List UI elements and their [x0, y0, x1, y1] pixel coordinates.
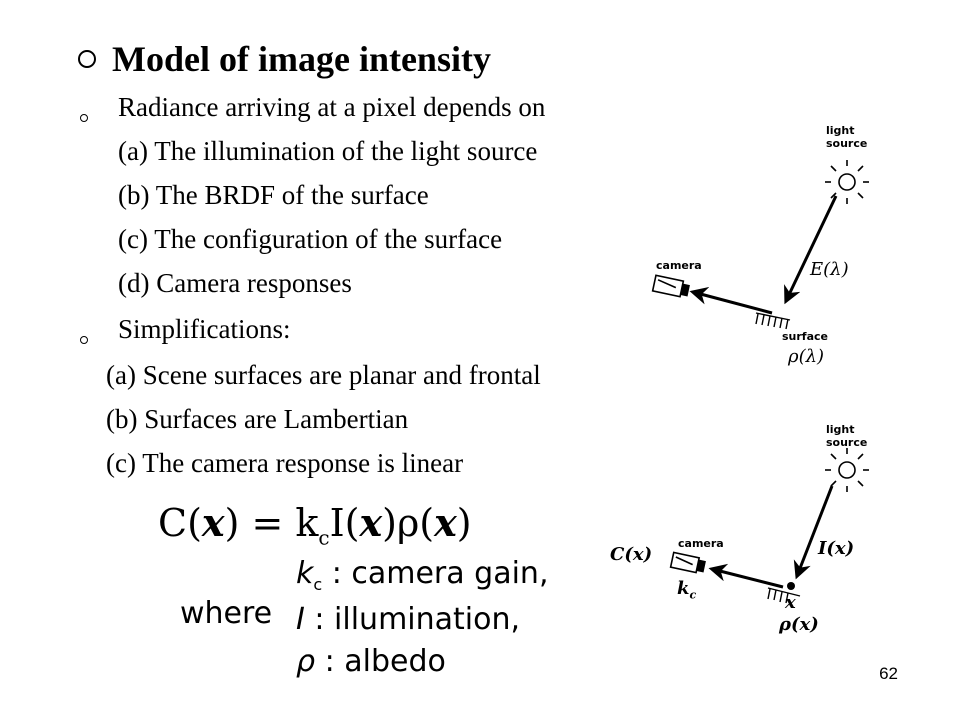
bullet-2-item-b: (b) Surfaces are Lambertian — [106, 404, 409, 434]
bullet-1-item-b: (b) The BRDF of the surface — [118, 180, 429, 210]
bullet-2-item-a: (a) Scene surfaces are planar and fronta… — [106, 360, 541, 390]
light-ray-arrow — [784, 195, 838, 305]
camera-icon — [651, 274, 690, 298]
bullet-ring-icon — [80, 336, 88, 344]
camera-icon — [669, 551, 706, 574]
bottom-albedo-label: ρ(x) — [779, 614, 819, 635]
bullet-ring-icon — [80, 114, 88, 122]
top-irradiance-label: E(λ) — [810, 259, 849, 280]
where-label: where — [180, 596, 273, 631]
bottom-camera-response-label: C(x) — [610, 544, 653, 565]
bullet-2-text: Simplifications: — [118, 314, 291, 344]
point-x-dot — [787, 582, 795, 590]
slide-title-text: Model of image intensity — [112, 39, 491, 79]
slide-title: Model of image intensity — [78, 38, 491, 80]
top-camera-label: camera — [656, 259, 702, 272]
bullet-1-item-d: (d) Camera responses — [118, 268, 352, 298]
definition-illumination: I : illumination, — [296, 602, 521, 637]
bullet-1-item-a: (a) The illumination of the light source — [118, 136, 538, 166]
title-bullet-icon — [78, 50, 96, 68]
top-brdf-label: ρ(λ) — [788, 346, 825, 367]
bullet-1-text: Radiance arriving at a pixel depends on — [118, 92, 546, 122]
top-surface-label: surface — [782, 330, 828, 343]
bullet-2-item-c: (c) The camera response is linear — [106, 448, 464, 478]
reflection-ray-arrow — [708, 563, 784, 589]
bottom-camera-label: camera — [678, 537, 724, 550]
bottom-light-source-label: light source — [826, 423, 868, 449]
top-light-source-label: light source — [826, 124, 868, 150]
sun-icon — [825, 160, 869, 204]
bottom-gain-label: kc — [677, 578, 697, 602]
reflection-ray-arrow — [689, 287, 773, 315]
surface-hatch-icon — [755, 312, 791, 330]
bottom-point-label: x — [785, 592, 796, 613]
bullet-1-item-c: (c) The configuration of the surface — [118, 224, 503, 254]
sun-icon — [825, 448, 869, 492]
page-number: 62 — [879, 664, 898, 683]
definition-albedo: ρ : albedo — [296, 644, 446, 679]
main-equation: C(x) = kcI(x)ρ(x) — [158, 500, 472, 550]
light-ray-arrow — [793, 485, 834, 580]
bottom-illumination-label: I(x) — [818, 538, 855, 559]
definition-camera-gain: kc : camera gain, — [296, 556, 549, 594]
surface-hatch-icon — [767, 587, 801, 604]
